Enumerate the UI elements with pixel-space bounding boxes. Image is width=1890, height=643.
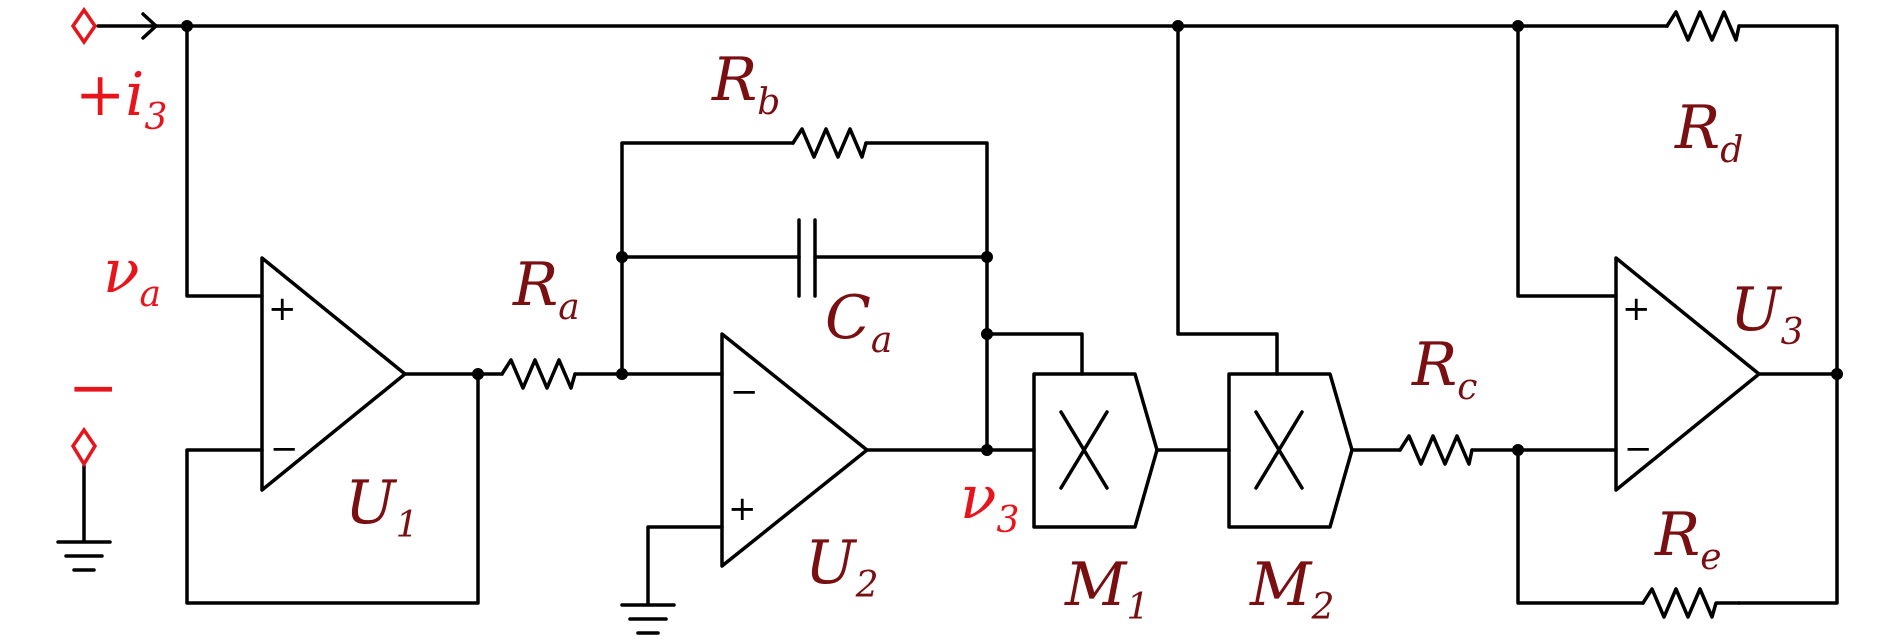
top-rail-right-wire (1737, 24, 1839, 376)
label-ca: Ca (825, 283, 892, 361)
label-rb: Rb (711, 45, 780, 123)
u1-plus-input-wire (185, 24, 264, 298)
multiplier-m2-body (1227, 372, 1354, 529)
resistors (500, 10, 1741, 619)
junction-dot (616, 368, 628, 380)
resistor-rd (1665, 10, 1741, 42)
port-minus-diamond-icon (70, 426, 98, 468)
resistor-ra (500, 358, 577, 390)
label-re: Re (1654, 500, 1722, 578)
u3-plus-input-wire (1516, 24, 1618, 298)
label-u2: U2 (805, 528, 878, 606)
label-m2: M2 (1249, 550, 1334, 628)
junction-dot (1831, 368, 1843, 380)
ground-u2 (620, 603, 676, 635)
multiplier-m2 (1227, 372, 1354, 529)
resistor-re (1641, 587, 1741, 619)
label-u1: U1 (345, 468, 418, 546)
opamp-u3-minus-sign: − (1624, 429, 1653, 469)
opamp-u2-minus-sign: − (730, 372, 759, 412)
junction-dot (616, 251, 628, 263)
junction-dot (472, 368, 484, 380)
junction-dots (181, 20, 1843, 456)
junction-dot (1512, 20, 1524, 32)
label-rc: Rc (1411, 330, 1477, 408)
opamp-u2: − + (720, 332, 869, 568)
x-cross-icon (1059, 410, 1109, 490)
capacitor-ca (797, 218, 817, 298)
label-u3: U3 (1730, 275, 1803, 353)
rb-right-wire (864, 141, 989, 452)
re-left-wire (1516, 448, 1645, 605)
junction-dot (1172, 20, 1184, 32)
label-rd: Rd (1674, 93, 1743, 171)
m1-top-input-wire (985, 332, 1084, 376)
x-cross-icon (1254, 410, 1304, 490)
u1-feedback-wire (185, 372, 480, 605)
label-m1: M1 (1064, 550, 1149, 628)
opamp-u2-body (720, 332, 869, 568)
label-va: νa (103, 237, 161, 315)
resistor-rb (791, 127, 868, 159)
u2-plus-ground-wire (646, 525, 724, 605)
label-minus-port: − (68, 353, 118, 423)
junction-dot (181, 20, 193, 32)
multiplier-m1-body (1032, 372, 1159, 529)
junction-dot (981, 328, 993, 340)
rb-left-wire (620, 141, 795, 376)
opamp-u1: + − (260, 256, 407, 492)
opamp-u3-plus-sign: + (1622, 289, 1651, 329)
multiplier-m1 (1032, 372, 1159, 529)
opamp-u1-body (260, 256, 407, 492)
label-i3: +i3 (75, 60, 167, 138)
label-v3: ν3 (960, 463, 1019, 541)
opamp-u3-body (1614, 256, 1761, 492)
opamp-u1-plus-sign: + (268, 289, 297, 329)
junction-dot (1512, 444, 1524, 456)
m2-top-input-wire (1176, 24, 1279, 376)
port-plus-diamond-icon (70, 6, 98, 46)
opamp-u1-minus-sign: − (270, 429, 299, 469)
ground-left (56, 540, 112, 572)
input-arrow (141, 12, 158, 40)
wires (82, 12, 1839, 605)
junction-dot (981, 444, 993, 456)
labels: U1 U2 U3 M1 M2 Ra Rb Rc Rd Re Ca νa ν3 +… (68, 45, 1803, 628)
opamp-u2-plus-sign: + (728, 489, 757, 529)
junction-dot (981, 251, 993, 263)
label-ra: Ra (512, 250, 580, 328)
u3-output-wire (1737, 372, 1839, 605)
resistor-rc (1398, 434, 1474, 466)
opamp-u3: + − (1614, 256, 1761, 492)
